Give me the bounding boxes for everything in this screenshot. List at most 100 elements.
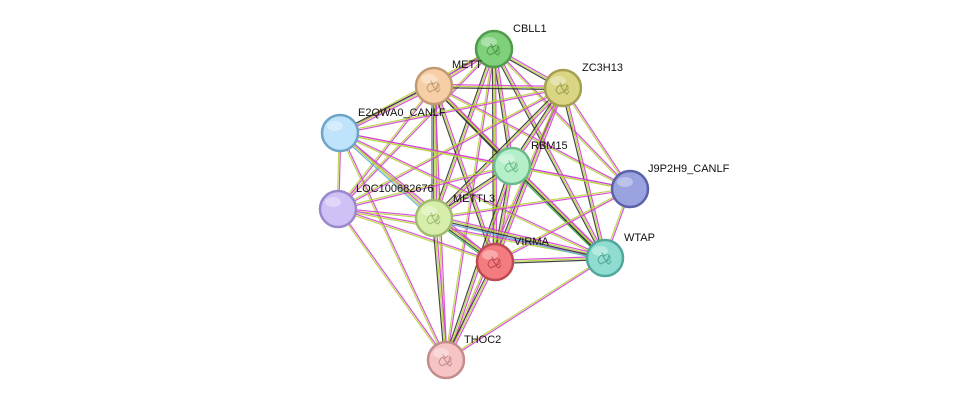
node-label-loc100682676: LOC100682676 [356,183,434,195]
edge-evidence-line [494,48,632,189]
edge-evidence-line [432,86,563,218]
node-label-mettl14: METT [452,59,482,71]
edge-evidence-line [494,48,515,166]
edge-rbm15-j9p2h9_canlf[interactable] [511,164,631,191]
edge-e2qwa0_canlf-virma[interactable] [339,131,496,264]
edge-rbm15-loc100682676[interactable] [337,164,513,211]
node-highlight [327,121,343,131]
node-circle [492,146,532,186]
edge-evidence-line [434,217,449,360]
node-e2qwa0_canlf[interactable] [320,113,360,153]
node-highlight [482,250,498,260]
protein-structure-icon [555,82,570,95]
protein-structure-icon [426,80,441,93]
edge-e2qwa0_canlf-wtap[interactable] [339,131,606,260]
edge-evidence-line [338,133,434,220]
edge-mettl14-zc3h13[interactable] [433,83,564,91]
edge-evidence-line [492,49,605,260]
node-mettl3[interactable] [414,198,454,238]
nodes-layer [318,29,650,380]
edge-j9p2h9_canlf-virma[interactable] [494,187,631,264]
node-circle [543,68,583,108]
edge-evidence-line [433,86,563,91]
edge-cbll1-thoc2[interactable] [444,48,496,361]
node-label-cbll1: CBLL1 [513,23,547,35]
node-label-thoc2: THOC2 [464,334,501,346]
edge-mettl3-wtap[interactable] [433,215,606,261]
edge-zc3h13-e2qwa0_canlf[interactable] [339,86,564,135]
edge-evidence-line [434,83,564,88]
node-circle [320,113,360,153]
edge-evidence-line [340,88,564,135]
node-rbm15[interactable] [492,146,532,186]
edge-evidence-line [563,87,632,189]
node-highlight [481,37,497,47]
node-highlight [325,197,341,207]
edge-cbll1-wtap[interactable] [492,47,607,260]
edge-zc3h13-loc100682676[interactable] [337,86,564,211]
edge-evidence-line [337,209,495,264]
edge-evidence-line [511,166,605,259]
protein-structure-icon [486,43,501,56]
edge-evidence-line [561,88,630,190]
edge-evidence-line [340,132,448,360]
node-highlight [617,177,633,187]
edge-evidence-line [337,164,512,209]
node-j9p2h9_canlf[interactable] [610,169,650,209]
node-loc100682676[interactable] [318,189,358,229]
node-wtap[interactable] [585,238,625,278]
edge-loc100682676-virma[interactable] [337,207,496,264]
edge-evidence-line [434,189,631,220]
edge-evidence-line [495,88,566,263]
edge-evidence-line [560,88,605,259]
edge-evidence-line [434,49,497,219]
edge-evidence-line [493,48,513,167]
edge-evidence-line [338,208,448,360]
node-zc3h13[interactable] [543,68,583,108]
edge-evidence-line [446,49,496,361]
edge-wtap-thoc2[interactable] [445,256,606,362]
edge-zc3h13-j9p2h9_canlf[interactable] [561,87,632,190]
node-highlight [592,246,608,256]
edge-evidence-line [338,86,436,210]
node-highlight [421,74,437,84]
node-circle [475,242,515,282]
edge-zc3h13-wtap[interactable] [560,87,608,259]
edge-j9p2h9_canlf-mettl3[interactable] [433,187,631,220]
node-virma[interactable] [475,242,515,282]
node-highlight [421,206,437,216]
edge-evidence-line [337,86,563,209]
edge-evidence-line [339,86,563,133]
node-highlight [550,76,566,86]
node-highlight [499,154,515,164]
node-label-rbm15: RBM15 [531,140,568,152]
edge-evidence-line [494,187,630,262]
edge-rbm15-wtap[interactable] [509,163,608,261]
edge-evidence-line [434,216,606,258]
edge-evidence-line [336,85,434,209]
node-label-mettl3: METTL3 [453,193,495,205]
edge-mettl3-thoc2[interactable] [431,217,449,361]
edge-mettl14-loc100682676[interactable] [336,85,436,210]
edge-e2qwa0_canlf-thoc2[interactable] [338,132,448,361]
edge-evidence-line [444,48,494,360]
edge-evidence-line [512,164,631,189]
protein-structure-icon [438,354,453,367]
protein-structure-icon [487,256,502,269]
protein-structure-icon [597,252,612,265]
edge-cbll1-j9p2h9_canlf[interactable] [492,48,632,190]
edge-evidence-line [511,166,630,191]
edge-evidence-line [431,48,494,218]
node-cbll1[interactable] [474,29,514,69]
node-thoc2[interactable] [426,340,466,380]
node-mettl14[interactable] [414,66,454,106]
edge-evidence-line [495,189,631,264]
edge-cbll1-mettl3[interactable] [431,48,497,219]
node-label-j9p2h9_canlf: J9P2H9_CANLF [648,163,730,175]
edge-loc100682676-thoc2[interactable] [336,208,448,361]
node-highlight [433,348,449,358]
edge-evidence-line [431,218,446,361]
edge-evidence-line [338,207,496,262]
edge-evidence-line [493,48,606,259]
